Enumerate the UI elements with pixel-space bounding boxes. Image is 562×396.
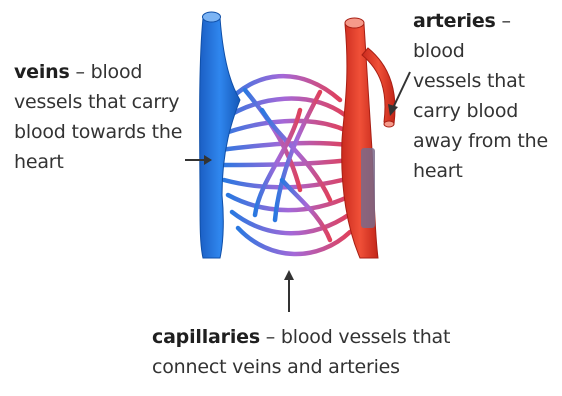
capillaries-label-line1: capillaries – blood vessels that [152, 322, 472, 352]
capillaries-label-line2: connect veins and arteries [152, 352, 472, 382]
capillaries-arrow [284, 270, 294, 312]
arteries-label-line4: away from the [413, 126, 562, 156]
arteries-label-line1: arteries – blood [413, 6, 562, 66]
vein-vessel [200, 12, 240, 258]
artery-cutaway [361, 148, 375, 228]
veins-label: veins – blood vessels that carry blood t… [14, 57, 189, 177]
capillary [222, 99, 345, 120]
capillary-network [220, 76, 350, 254]
veins-label-line3: blood towards the [14, 117, 189, 147]
capillary [220, 121, 345, 135]
capillaries-term: capillaries [152, 326, 260, 348]
vein-opening [203, 12, 221, 22]
vein-tube [200, 18, 240, 258]
capillary [232, 212, 350, 233]
capillaries-label: capillaries – blood vessels that connect… [152, 322, 472, 382]
capillary [228, 195, 350, 210]
veins-label-line1: veins – blood [14, 57, 189, 87]
artery-opening [345, 18, 364, 28]
arteries-label-line5: heart [413, 156, 562, 186]
arteries-label-line2: vessels that [413, 66, 562, 96]
artery-vessel [342, 18, 395, 258]
artery-branch-opening [384, 121, 394, 127]
veins-term: veins [14, 61, 70, 83]
arteries-term: arteries [413, 10, 496, 32]
arteries-label: arteries – blood vessels that carry bloo… [413, 6, 562, 186]
veins-label-line2: vessels that carry [14, 87, 189, 117]
arteries-label-line3: carry blood [413, 96, 562, 126]
veins-label-line4: heart [14, 147, 189, 177]
